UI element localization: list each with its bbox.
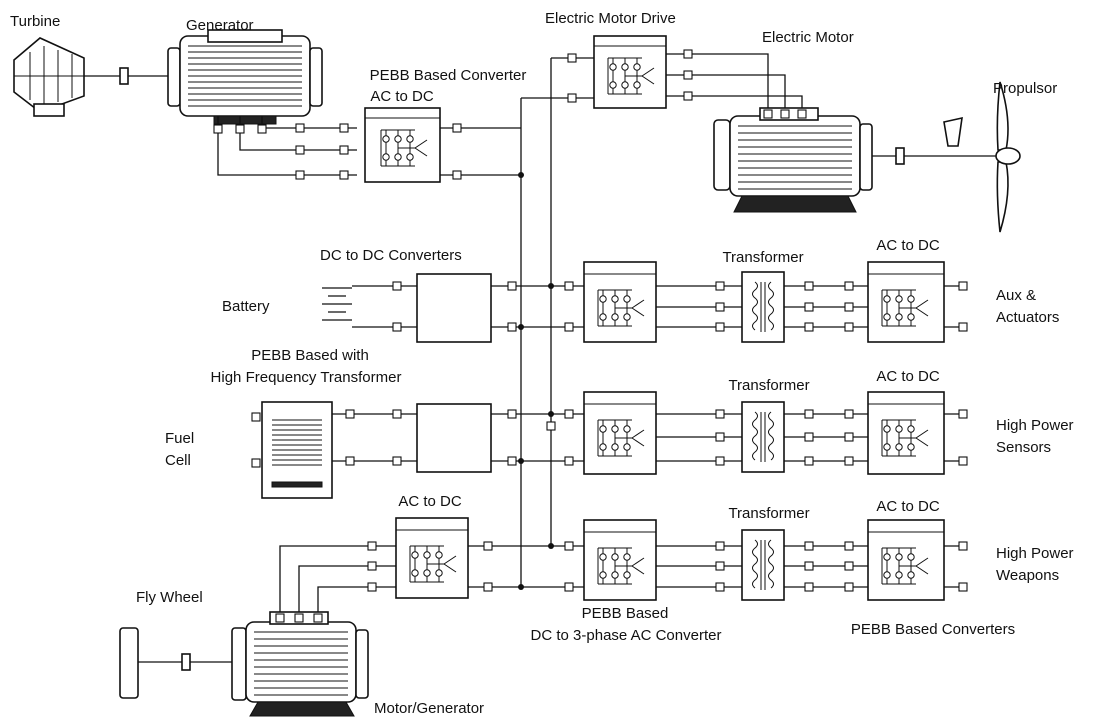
label-motor-generator: Motor/Generator xyxy=(374,700,484,717)
label-electric-motor: Electric Motor xyxy=(762,29,854,46)
label-aux-2: Actuators xyxy=(996,309,1059,326)
label-pebb-converter: PEBB Based Converter xyxy=(370,67,527,84)
propulsor-icon xyxy=(943,81,1021,233)
dc-dc-converter-fuel-cell xyxy=(416,403,492,473)
transformer-weapons xyxy=(741,529,785,601)
transformer-sensors xyxy=(741,401,785,473)
flywheel-icon xyxy=(119,627,232,699)
fuel-cell-icon xyxy=(251,401,333,499)
label-pebb-hf-2: High Frequency Transformer xyxy=(211,369,402,386)
electric-motor-icon xyxy=(713,107,873,213)
battery-icon xyxy=(322,287,352,321)
transformer-aux xyxy=(741,271,785,343)
turbine-icon xyxy=(13,37,85,117)
label-ac-to-dc-weapons: AC to DC xyxy=(876,498,940,515)
pebb-converter-generator xyxy=(364,107,441,183)
label-sensors-1: High Power xyxy=(996,417,1074,434)
label-turbine: Turbine xyxy=(10,13,60,30)
ac-dc-converter-aux xyxy=(867,261,945,343)
label-transformer-aux: Transformer xyxy=(722,249,803,266)
generator-icon xyxy=(167,29,323,125)
label-battery: Battery xyxy=(222,298,270,315)
label-dc-to-dc-converters: DC to DC Converters xyxy=(320,247,462,264)
ac-dc-converter-sensors xyxy=(867,391,945,475)
pebb-inverter-aux xyxy=(583,261,657,343)
label-ac-to-dc-generator: AC to DC xyxy=(370,88,434,105)
label-pebb-converters: PEBB Based Converters xyxy=(851,621,1015,638)
ac-dc-converter-flywheel xyxy=(395,517,469,599)
label-weapons-1: High Power xyxy=(996,545,1074,562)
pebb-inverter-sensors xyxy=(583,391,657,475)
label-fuel: Fuel xyxy=(165,430,194,447)
label-electric-motor-drive: Electric Motor Drive xyxy=(545,10,676,27)
label-propulsor: Propulsor xyxy=(993,80,1057,97)
label-aux-1: Aux & xyxy=(996,287,1036,304)
pebb-inverter-weapons xyxy=(583,519,657,601)
dc-dc-converter-battery xyxy=(416,273,492,343)
label-generator: Generator xyxy=(186,17,254,34)
label-ac-to-dc-flywheel: AC to DC xyxy=(398,493,462,510)
label-ac-to-dc-aux: AC to DC xyxy=(876,237,940,254)
label-pebb-3ph-1: PEBB Based xyxy=(582,605,669,622)
label-cell: Cell xyxy=(165,452,191,469)
label-pebb-3ph-2: DC to 3-phase AC Converter xyxy=(531,627,722,644)
label-sensors-2: Sensors xyxy=(996,439,1051,456)
ac-dc-converter-weapons xyxy=(867,519,945,601)
electric-motor-drive xyxy=(593,35,667,109)
label-pebb-hf-1: PEBB Based with xyxy=(251,347,369,364)
label-transformer-sensors: Transformer xyxy=(728,377,809,394)
label-weapons-2: Weapons xyxy=(996,567,1059,584)
label-ac-to-dc-sensors: AC to DC xyxy=(876,368,940,385)
label-fly-wheel: Fly Wheel xyxy=(136,589,203,606)
motor-generator-icon xyxy=(231,611,369,717)
label-transformer-weapons: Transformer xyxy=(728,505,809,522)
